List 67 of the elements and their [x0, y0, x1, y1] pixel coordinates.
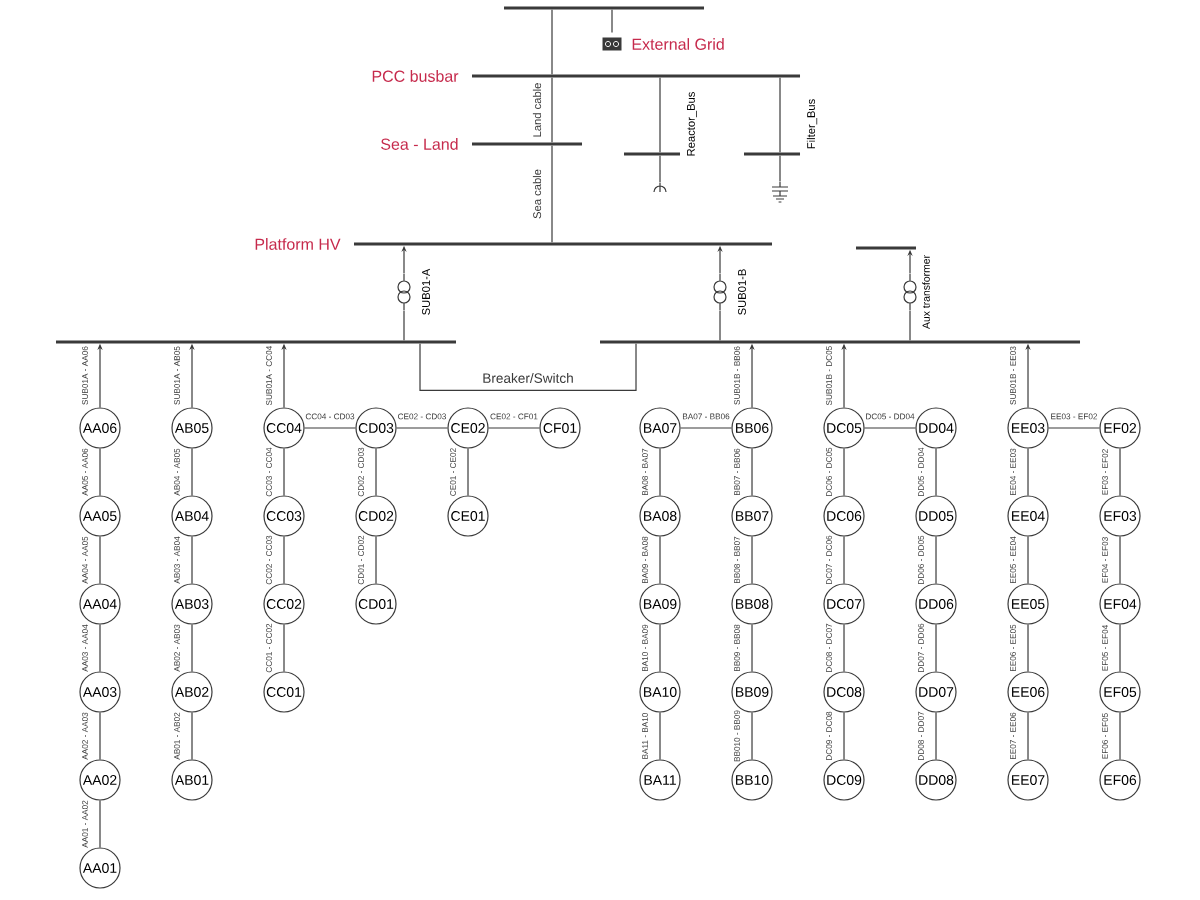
connector-line — [935, 624, 937, 672]
connector-line — [843, 448, 845, 496]
connector-line — [843, 712, 845, 760]
connector-line — [191, 712, 193, 760]
bus-label: Platform HV — [255, 238, 341, 250]
connector-line — [304, 427, 356, 429]
connector-line — [659, 448, 661, 496]
connector-line — [659, 624, 661, 672]
connector-line — [99, 800, 101, 848]
connector-line — [1027, 448, 1029, 496]
connector-line — [909, 309, 911, 341]
connector-line — [488, 427, 540, 429]
connector-line — [1119, 712, 1121, 760]
connector-line — [935, 448, 937, 496]
connector-line — [935, 712, 937, 760]
bus-label: PCC busbar — [372, 70, 459, 82]
transformer-symbol — [713, 273, 727, 311]
connector-line — [1027, 536, 1029, 584]
connector-line — [843, 624, 845, 672]
connector-line — [551, 145, 553, 243]
connector-line — [191, 448, 193, 496]
connector-line — [864, 427, 916, 429]
connector-line — [779, 155, 781, 183]
connector-line — [719, 309, 721, 341]
connector-line — [611, 9, 613, 34]
connector-line — [551, 77, 553, 143]
connector-line — [99, 448, 101, 496]
filter-symbol — [771, 181, 789, 203]
connector-line — [403, 309, 405, 341]
connector-line — [659, 77, 661, 153]
connector-line — [375, 448, 377, 496]
connector-line — [1119, 624, 1121, 672]
connector-line — [751, 448, 753, 496]
connector-line — [467, 448, 469, 496]
source-label: External Grid — [632, 38, 724, 50]
connector-line — [99, 624, 101, 672]
connector-line — [751, 624, 753, 672]
connector-line — [396, 427, 448, 429]
connector-line — [283, 536, 285, 584]
connector-line — [659, 536, 661, 584]
connector-line — [659, 712, 661, 760]
connector-line — [99, 712, 101, 760]
grid-symbol — [602, 37, 622, 51]
connector-line — [191, 536, 193, 584]
connector-line — [99, 536, 101, 584]
connector-line — [1119, 536, 1121, 584]
connector-line — [659, 155, 661, 184]
transformer-symbol — [903, 273, 917, 311]
connector-line — [375, 536, 377, 584]
reactor-symbol — [653, 182, 667, 193]
connector-line — [283, 448, 285, 496]
connector-line — [935, 536, 937, 584]
connector-line — [751, 712, 753, 760]
connector-line — [191, 624, 193, 672]
connector-line — [1119, 448, 1121, 496]
connector-line — [551, 9, 553, 75]
connector-line — [1048, 427, 1100, 429]
transformer-symbol — [397, 273, 411, 311]
connector-line — [283, 624, 285, 672]
connector-line — [843, 536, 845, 584]
connector-line — [779, 77, 781, 153]
bus-label: Sea - Land — [381, 138, 458, 150]
connector-line — [680, 427, 732, 429]
connector-line — [1027, 624, 1029, 672]
connector-line — [1027, 712, 1029, 760]
connector-line — [751, 536, 753, 584]
connector-line — [419, 343, 637, 391]
